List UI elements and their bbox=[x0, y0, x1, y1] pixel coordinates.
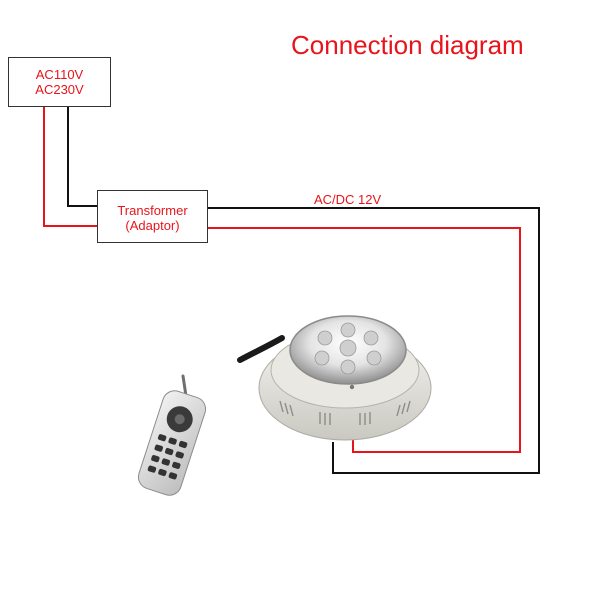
power-source-box: AC110V AC230V bbox=[8, 57, 111, 107]
transformer-line1: Transformer bbox=[117, 203, 188, 218]
power-source-line2: AC230V bbox=[35, 82, 84, 97]
remote-control-icon bbox=[137, 374, 207, 496]
diagram-title: Connection diagram bbox=[291, 30, 524, 60]
live-wire-input bbox=[43, 107, 97, 227]
neutral-wire-output bbox=[208, 207, 540, 474]
output-voltage-label: AC/DC 12V bbox=[314, 192, 382, 207]
transformer-line2: (Adaptor) bbox=[125, 218, 180, 233]
power-source-line1: AC110V bbox=[35, 67, 84, 82]
neutral-wire-input bbox=[67, 107, 97, 207]
transformer-box: Transformer (Adaptor) bbox=[97, 190, 208, 243]
pool-light-icon bbox=[237, 315, 432, 441]
live-wire-output bbox=[208, 227, 521, 453]
